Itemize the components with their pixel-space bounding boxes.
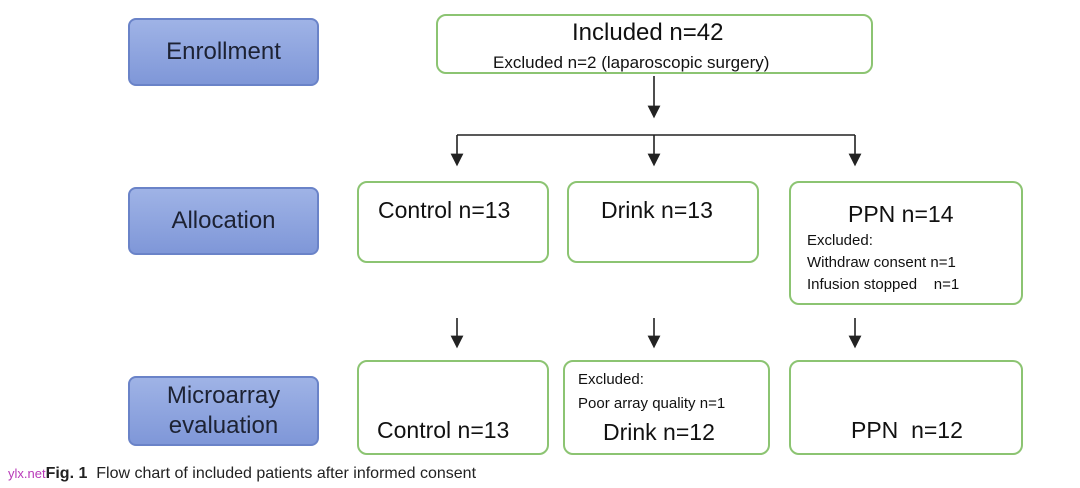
stage-microarray-label-line1: Microarray	[166, 382, 281, 409]
caption-text: Flow chart of included patients after in…	[87, 465, 477, 482]
allocation-ppn-excluded-infusion: Infusion stopped n=1	[807, 276, 960, 293]
evaluation-control-label: Control n=13	[377, 417, 510, 443]
allocation-control-box: Control n=13	[357, 181, 549, 263]
allocation-drink-box: Drink n=13	[567, 181, 759, 263]
figure-caption: ylx.netFig. 1 Flow chart of included pat…	[8, 465, 476, 483]
allocation-ppn-label: PPN n=14	[848, 201, 954, 227]
evaluation-drink-excluded-quality: Poor array quality n=1	[578, 395, 726, 412]
stage-allocation: Allocation	[128, 187, 319, 255]
evaluation-drink-box: Excluded: Poor array quality n=1 Drink n…	[563, 360, 770, 455]
allocation-control-label: Control n=13	[378, 197, 511, 223]
stage-enrollment: Enrollment	[128, 18, 319, 86]
allocation-ppn-excluded-withdraw: Withdraw consent n=1	[807, 254, 956, 271]
included-box: Included n=42 Excluded n=2 (laparoscopic…	[436, 14, 873, 74]
evaluation-ppn-label: PPN n=12	[851, 417, 963, 443]
stage-microarray-label-line2: evaluation	[168, 412, 279, 439]
stage-microarray-evaluation: Microarray evaluation	[128, 376, 319, 446]
evaluation-ppn-box: PPN n=12	[789, 360, 1023, 455]
included-excluded-note: Excluded n=2 (laparoscopic surgery)	[493, 53, 770, 72]
stage-allocation-label: Allocation	[171, 207, 276, 234]
figure-label: Fig. 1	[45, 465, 88, 482]
allocation-ppn-excluded-title: Excluded:	[807, 232, 873, 249]
evaluation-drink-label: Drink n=12	[603, 419, 715, 445]
evaluation-control-box: Control n=13	[357, 360, 549, 455]
watermark: ylx.net	[8, 466, 46, 481]
stage-enrollment-label: Enrollment	[166, 38, 281, 65]
included-title: Included n=42	[572, 19, 724, 46]
evaluation-drink-excluded-title: Excluded:	[578, 371, 644, 388]
allocation-ppn-box: PPN n=14 Excluded: Withdraw consent n=1 …	[789, 181, 1023, 305]
allocation-drink-label: Drink n=13	[601, 197, 713, 223]
